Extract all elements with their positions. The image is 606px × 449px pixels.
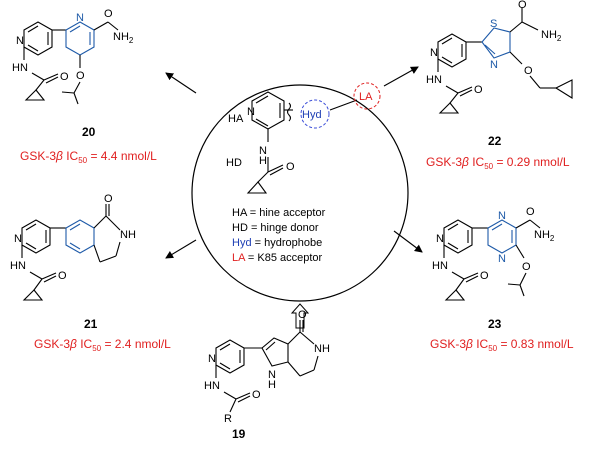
legend-ha: HA = hine acceptor: [232, 207, 326, 219]
c23-pyrimidine-n2: N: [498, 253, 506, 265]
c23-carbonyl-o: O: [480, 270, 489, 282]
center-hd-label: HD: [226, 157, 242, 169]
c23-nh: HN: [432, 260, 448, 272]
c22-amide-o: O: [518, 0, 527, 11]
arrow-to-23: [393, 230, 423, 253]
compound-21-structure: N O NH HN O: [10, 193, 136, 301]
c20-amide-o: O: [104, 8, 113, 20]
legend: HA = hine acceptor HD = hinge donor Hyd …: [232, 207, 326, 264]
compound-20-activity: GSK-3β IC50 = 4.4 nmol/L: [20, 149, 157, 165]
arrow-to-22: [383, 66, 419, 87]
c22-carbonyl-o: O: [474, 84, 483, 96]
center-carbonyl-o: O: [286, 161, 295, 173]
c20-nh: HN: [12, 62, 28, 74]
center-nh-n: N: [259, 145, 267, 157]
c23-pyr-n: N: [436, 233, 444, 245]
compound-20-structure: N N O NH2 O HN O: [12, 8, 134, 105]
arrow-to-20: [165, 72, 197, 94]
c19-lactam-nh: NH: [314, 343, 330, 355]
c19-r-group: R: [224, 413, 232, 425]
compound-21-id: 21: [84, 317, 98, 331]
compound-22-structure: N S N O NH2 O HN O: [426, 0, 573, 114]
hyd-circle: [300, 99, 330, 129]
compound-23-id: 23: [488, 317, 502, 331]
c21-lactam-nh: NH: [120, 229, 136, 241]
c21-lactam-o: O: [104, 193, 113, 205]
center-ha-label: HA: [228, 113, 244, 125]
c21-carbonyl-o: O: [58, 270, 67, 282]
compound-21-activity: GSK-3β IC50 = 2.4 nmol/L: [34, 337, 171, 353]
compound-22-id: 22: [488, 134, 502, 148]
c22-nh: HN: [426, 74, 442, 86]
c19-carbonyl-o: O: [252, 389, 261, 401]
compound-19-structure: N N H O NH HN O R: [204, 309, 330, 425]
c23-ether-o: O: [522, 261, 531, 273]
compound-23-activity: GSK-3β IC50 = 0.83 nmol/L: [430, 337, 574, 353]
center-nh-h: H: [259, 155, 267, 167]
c21-pyr-n: N: [14, 233, 22, 245]
c20-pyr-n: N: [16, 35, 24, 47]
center-ring-n: N: [247, 106, 255, 118]
c22-thiazole-n: N: [490, 59, 498, 71]
c19-pyrrole-h: H: [268, 379, 276, 391]
c20-pyr2-n: N: [76, 12, 84, 24]
c22-thiazole-s: S: [490, 18, 497, 30]
la-label: LA: [359, 91, 373, 103]
compound-23-structure: N N N O NH2 O HN O: [432, 206, 555, 301]
legend-hd: HD = hinge donor: [232, 222, 319, 234]
c19-pyr-n: N: [208, 353, 216, 365]
legend-hyd: Hyd = hydrophobe: [232, 237, 322, 249]
legend-la: LA = K85 acceptor: [232, 252, 323, 264]
compound-20-id: 20: [82, 125, 96, 139]
c23-pyrimidine-n1: N: [498, 210, 506, 222]
arrow-from-19: [290, 303, 310, 329]
la-circle: [353, 82, 381, 110]
c22-amide-nh2: NH2: [541, 29, 562, 43]
c22-pyr-n: N: [430, 47, 438, 59]
arrow-to-21: [165, 239, 197, 259]
c19-nh: HN: [204, 380, 220, 392]
c20-amide-nh2: NH2: [113, 31, 134, 45]
c23-amide-o: O: [526, 206, 535, 218]
hyd-label: Hyd: [302, 109, 322, 121]
c19-pyrrole-n: N: [268, 369, 276, 381]
c20-carbonyl-o: O: [60, 71, 69, 83]
c21-nh: HN: [10, 260, 26, 272]
compound-19-id: 19: [232, 427, 246, 441]
compound-22-activity: GSK-3β IC50 = 0.29 nmol/L: [426, 155, 570, 171]
c20-ether-o: O: [76, 70, 85, 82]
c19-lactam-o: O: [298, 309, 307, 321]
central-pharmacophore-structure: HA N N H HD O: [226, 91, 295, 194]
c22-ether-o: O: [524, 65, 533, 77]
central-circle: [191, 84, 409, 302]
c23-amide-nh2: NH2: [534, 229, 555, 243]
